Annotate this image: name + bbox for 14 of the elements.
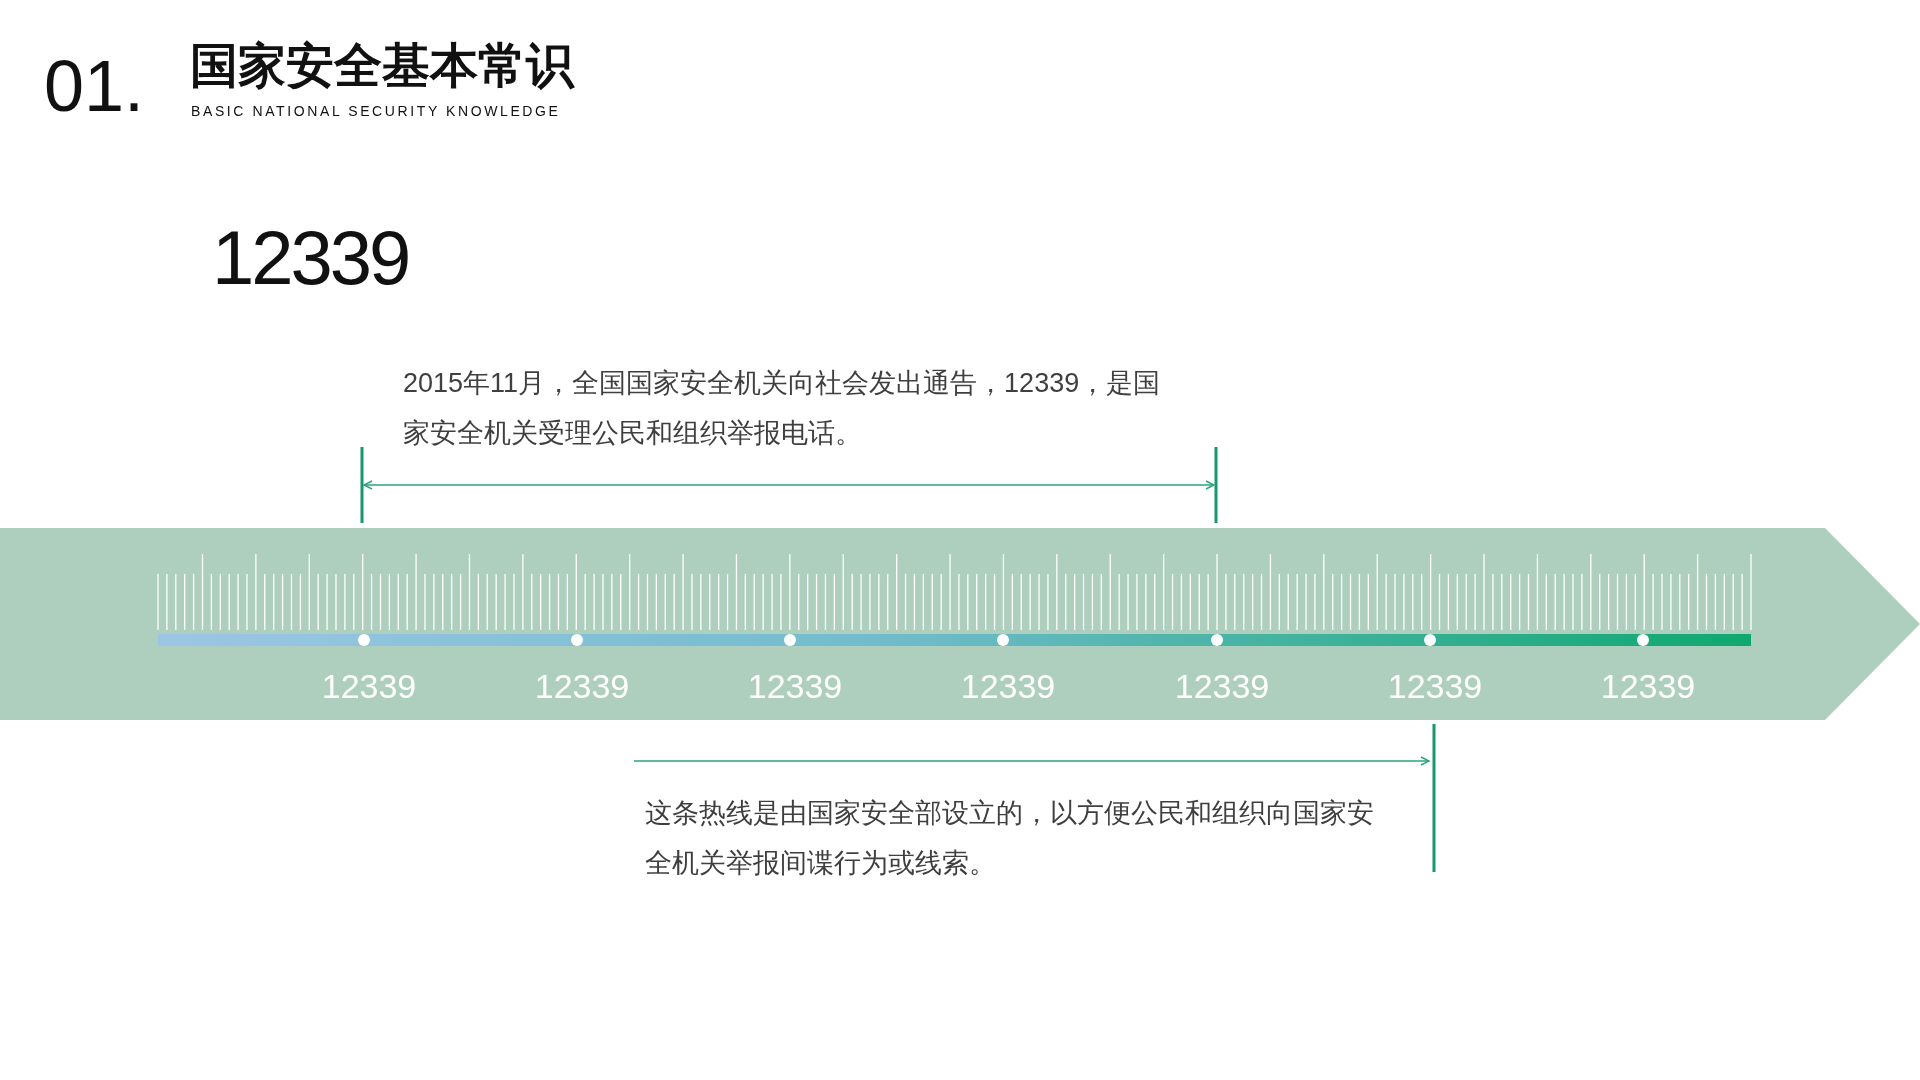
hotline-heading: 12339 — [212, 220, 409, 296]
page-subtitle: BASIC NATIONAL SECURITY KNOWLEDGE — [191, 104, 561, 118]
timeline-label: 12339 — [1174, 669, 1270, 703]
page-title: 国家安全基本常识 — [190, 42, 574, 90]
timeline-label: 12339 — [960, 669, 1056, 703]
section-number: 01. — [44, 50, 145, 122]
timeline-label: 12339 — [1600, 669, 1696, 703]
timeline-label: 12339 — [534, 669, 630, 703]
description-text: 2015年11月，全国国家安全机关向社会发出通告，12339，是国家安全机关受理公民和组织举报电话。 — [403, 367, 1162, 450]
timeline-label: 12339 — [1387, 669, 1483, 703]
timeline-arrow-band — [0, 528, 1920, 720]
description-text: 这条热线是由国家安全部设立的，以方便公民和组织向国家安全机关举报间谍行为或线索。 — [645, 797, 1375, 880]
timeline-label: 12339 — [321, 669, 417, 703]
timeline-label: 12339 — [747, 669, 843, 703]
